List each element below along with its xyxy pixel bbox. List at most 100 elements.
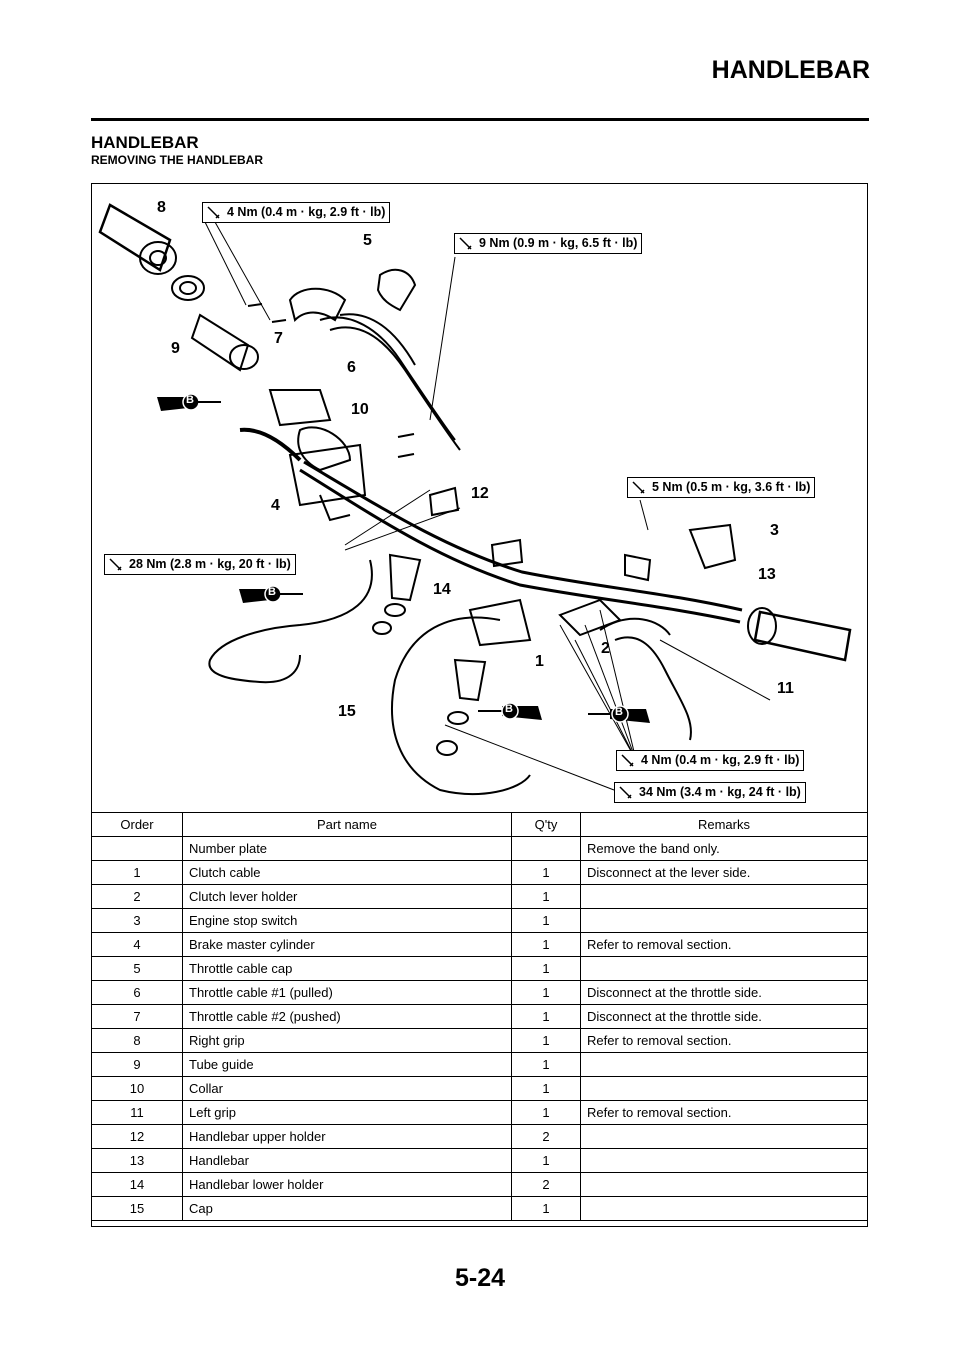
cell-qty: 1 — [511, 1196, 581, 1221]
torque-spec-4nm-upper: 4 Nm (0.4 m · kg, 2.9 ft · lb) — [202, 202, 391, 223]
cell-order: 14 — [91, 1172, 183, 1197]
col-header-qty: Q'ty — [511, 812, 581, 837]
lubricant-letter: B — [615, 706, 623, 718]
callout-14: 14 — [433, 581, 451, 598]
cell-qty: 1 — [511, 980, 581, 1005]
lubricant-marker: B — [588, 705, 658, 723]
cell-remarks: Disconnect at the throttle side. — [580, 980, 868, 1005]
cell-qty: 1 — [511, 860, 581, 885]
torque-spec-5nm: 5 Nm (0.5 m · kg, 3.6 ft · lb) — [627, 477, 816, 498]
cell-part-name: Number plate — [182, 836, 512, 861]
cell-part-name: Clutch cable — [182, 860, 512, 885]
cell-remarks — [580, 1196, 868, 1221]
cell-part-name: Handlebar — [182, 1148, 512, 1173]
cell-order: 2 — [91, 884, 183, 909]
cell-order: 5 — [91, 956, 183, 981]
callout-13: 13 — [758, 566, 776, 583]
cell-remarks — [580, 908, 868, 933]
cell-qty: 1 — [511, 884, 581, 909]
cell-part-name: Engine stop switch — [182, 908, 512, 933]
cell-order: 13 — [91, 1148, 183, 1173]
torque-wrench-icon — [619, 786, 632, 799]
cell-part-name: Tube guide — [182, 1052, 512, 1077]
cell-part-name: Throttle cable #1 (pulled) — [182, 980, 512, 1005]
callout-11: 11 — [777, 680, 794, 697]
cell-part-name: Clutch lever holder — [182, 884, 512, 909]
table-header-row: Order Part name Q'ty Remarks — [91, 812, 868, 837]
cell-qty: 1 — [511, 1028, 581, 1053]
cell-order: 9 — [91, 1052, 183, 1077]
cell-remarks — [580, 1076, 868, 1101]
cell-order: 6 — [91, 980, 183, 1005]
lubricant-letter: B — [186, 394, 194, 406]
cell-remarks: Refer to removal section. — [580, 1100, 868, 1125]
cell-order: 15 — [91, 1196, 183, 1221]
callout-6: 6 — [347, 359, 356, 376]
torque-wrench-icon — [459, 237, 472, 250]
section-subtitle: REMOVING THE HANDLEBAR — [91, 153, 264, 167]
cell-remarks — [580, 884, 868, 909]
col-header-remarks: Remarks — [580, 812, 868, 837]
cell-part-name: Cap — [182, 1196, 512, 1221]
cell-remarks — [580, 1148, 868, 1173]
torque-spec-text: 28 Nm (2.8 m · kg, 20 ft · lb) — [129, 557, 291, 571]
torque-spec-text: 4 Nm (0.4 m · kg, 2.9 ft · lb) — [641, 753, 800, 767]
cell-remarks: Refer to removal section. — [580, 932, 868, 957]
callout-15: 15 — [338, 703, 356, 720]
cell-remarks: Refer to removal section. — [580, 1028, 868, 1053]
cell-part-name: Throttle cable cap — [182, 956, 512, 981]
callout-9: 9 — [171, 340, 180, 357]
page-number: 5-24 — [454, 1264, 506, 1292]
content-frame — [91, 183, 868, 1227]
callout-1: 1 — [535, 653, 544, 670]
col-header-order: Order — [91, 812, 183, 837]
torque-spec-text: 5 Nm (0.5 m · kg, 3.6 ft · lb) — [652, 480, 811, 494]
cell-qty: 1 — [511, 1076, 581, 1101]
callout-5: 5 — [363, 232, 372, 249]
callout-3: 3 — [770, 522, 779, 539]
torque-spec-text: 9 Nm (0.9 m · kg, 6.5 ft · lb) — [479, 236, 638, 250]
cell-remarks — [580, 1052, 868, 1077]
cell-part-name: Handlebar upper holder — [182, 1124, 512, 1149]
cell-qty: 1 — [511, 1004, 581, 1029]
torque-spec-text: 4 Nm (0.4 m · kg, 2.9 ft · lb) — [227, 205, 386, 219]
torque-wrench-icon — [621, 754, 634, 767]
cell-part-name: Handlebar lower holder — [182, 1172, 512, 1197]
cell-remarks: Disconnect at the lever side. — [580, 860, 868, 885]
cell-part-name: Collar — [182, 1076, 512, 1101]
cell-qty: 1 — [511, 932, 581, 957]
cell-qty: 1 — [511, 908, 581, 933]
torque-spec-34nm: 34 Nm (3.4 m · kg, 24 ft · lb) — [614, 782, 806, 803]
cell-part-name: Right grip — [182, 1028, 512, 1053]
cell-remarks — [580, 1172, 868, 1197]
torque-spec-28nm: 28 Nm (2.8 m · kg, 20 ft · lb) — [104, 554, 296, 575]
running-header: HANDLEBAR — [711, 56, 870, 84]
cell-order: 12 — [91, 1124, 183, 1149]
cell-remarks — [580, 956, 868, 981]
section-title: HANDLEBAR — [91, 133, 199, 152]
callout-10: 10 — [351, 401, 369, 418]
cell-order: 3 — [91, 908, 183, 933]
cell-part-name: Brake master cylinder — [182, 932, 512, 957]
cell-remarks — [580, 1124, 868, 1149]
cell-order: 11 — [91, 1100, 183, 1125]
cell-order: 7 — [91, 1004, 183, 1029]
callout-4: 4 — [271, 497, 280, 514]
cell-order: 8 — [91, 1028, 183, 1053]
cell-part-name: Left grip — [182, 1100, 512, 1125]
lubricant-letter: B — [505, 703, 513, 715]
callout-7: 7 — [274, 330, 283, 347]
callout-12: 12 — [471, 485, 489, 502]
cell-qty: 1 — [511, 1148, 581, 1173]
torque-spec-9nm: 9 Nm (0.9 m · kg, 6.5 ft · lb) — [454, 233, 643, 254]
